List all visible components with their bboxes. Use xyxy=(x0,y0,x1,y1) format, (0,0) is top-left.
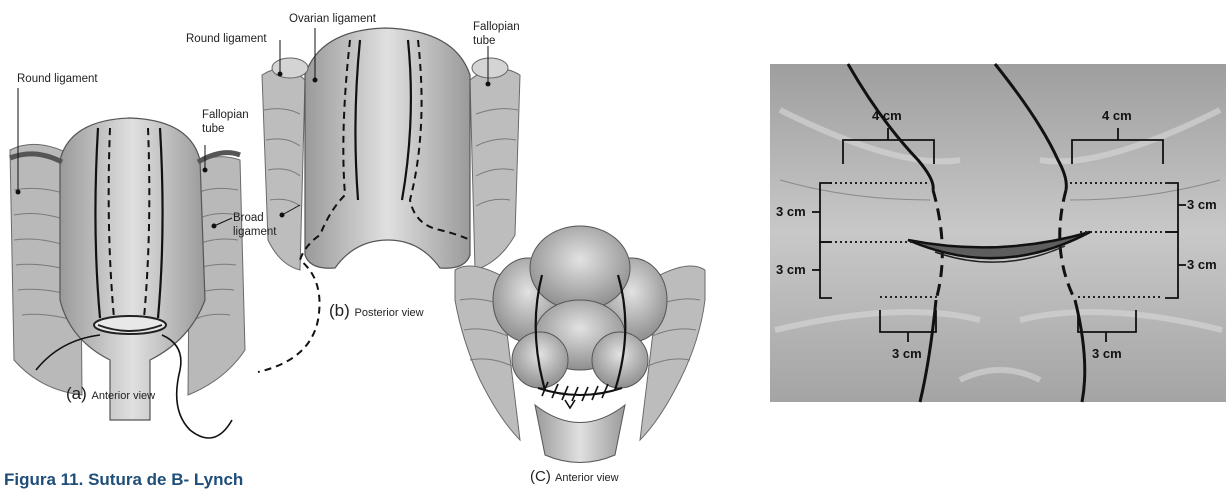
measure-right-upper: 3 cm xyxy=(1187,197,1217,212)
measure-left-lower: 3 cm xyxy=(776,262,806,277)
label-round-ligament-b: Round ligament xyxy=(186,32,267,46)
view-letter-a: (a) xyxy=(66,384,87,403)
view-text-c: Anterior view xyxy=(555,472,619,484)
label-fallopian-tube-a: Fallopian tube xyxy=(202,108,249,136)
view-label-c: (C) Anterior view xyxy=(530,470,619,485)
measure-top-left: 4 cm xyxy=(872,108,902,123)
measure-bottom-left: 3 cm xyxy=(892,346,922,361)
view-label-a: (a) Anterior view xyxy=(66,387,155,403)
view-text-b: Posterior view xyxy=(355,307,424,319)
view-letter-c: (C) xyxy=(530,468,551,485)
label-round-ligament-a: Round ligament xyxy=(17,72,98,86)
measure-top-right: 4 cm xyxy=(1102,108,1132,123)
label-ovarian-ligament: Ovarian ligament xyxy=(289,12,376,26)
photo-background xyxy=(770,64,1226,402)
figure-caption: Figura 11. Sutura de B- Lynch xyxy=(4,470,243,490)
measure-left-upper: 3 cm xyxy=(776,204,806,219)
label-broad-ligament: Broad ligament xyxy=(233,211,276,239)
view-text-a: Anterior view xyxy=(92,390,156,402)
view-letter-b: (b) xyxy=(329,301,350,320)
measure-bottom-right: 3 cm xyxy=(1092,346,1122,361)
view-label-b: (b) Posterior view xyxy=(329,304,424,320)
label-fallopian-tube-b: Fallopian tube xyxy=(473,20,520,48)
right-diagram xyxy=(770,64,1226,402)
measure-right-lower: 3 cm xyxy=(1187,257,1217,272)
